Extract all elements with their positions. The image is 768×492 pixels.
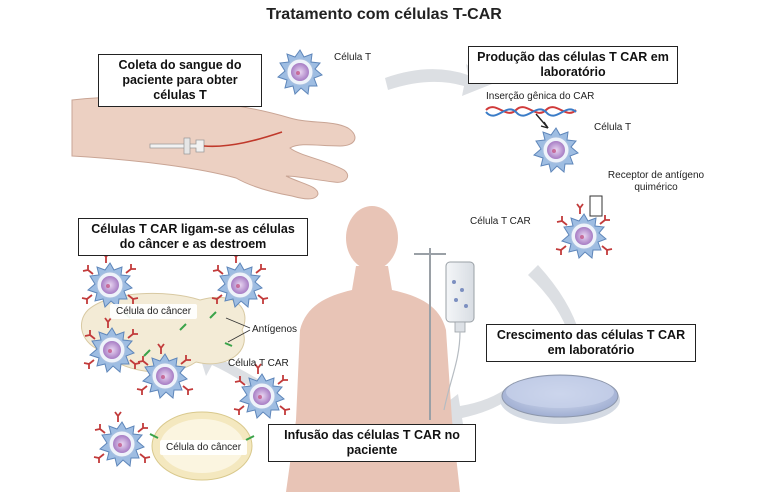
- petri-dish: [500, 374, 620, 424]
- step-collection-box: Coleta do sangue do paciente para obter …: [98, 54, 262, 107]
- label-cancer-cell-1: Célula do câncer: [110, 304, 198, 319]
- dna-strand: [485, 106, 577, 129]
- label-gene-insertion: Inserção gênica do CAR: [486, 91, 595, 102]
- label-t-cell-right: Célula T: [594, 122, 632, 133]
- t-cell-right: [533, 127, 579, 173]
- t-cell-top: [277, 49, 323, 95]
- label-antigens: Antígenos: [252, 324, 298, 335]
- step-binding-box: Células T CAR ligam-se as células do cân…: [78, 218, 308, 256]
- label-t-cell-top: Célula T: [334, 52, 372, 63]
- label-receptor: Receptor de antígeno quimérico: [607, 170, 705, 193]
- iv-stand: [414, 248, 475, 420]
- step-growth-box: Crescimento das células T CAR em laborat…: [486, 324, 696, 362]
- step-infusion-box: Infusão das células T CAR no paciente: [268, 424, 476, 462]
- car-t-cell-f: [94, 412, 150, 466]
- label-car-t-cell-right: Célula T CAR: [470, 216, 531, 227]
- diagram-title: Tratamento com células T-CAR: [266, 6, 502, 23]
- arm-illustration: [71, 96, 356, 200]
- step-production-box: Produção das células T CAR em laboratóri…: [468, 46, 678, 84]
- label-cancer-cell-2: Célula do câncer: [160, 440, 248, 455]
- label-car-t-cell-left: Célula T CAR: [228, 358, 289, 369]
- car-t-cell-right: [556, 204, 612, 258]
